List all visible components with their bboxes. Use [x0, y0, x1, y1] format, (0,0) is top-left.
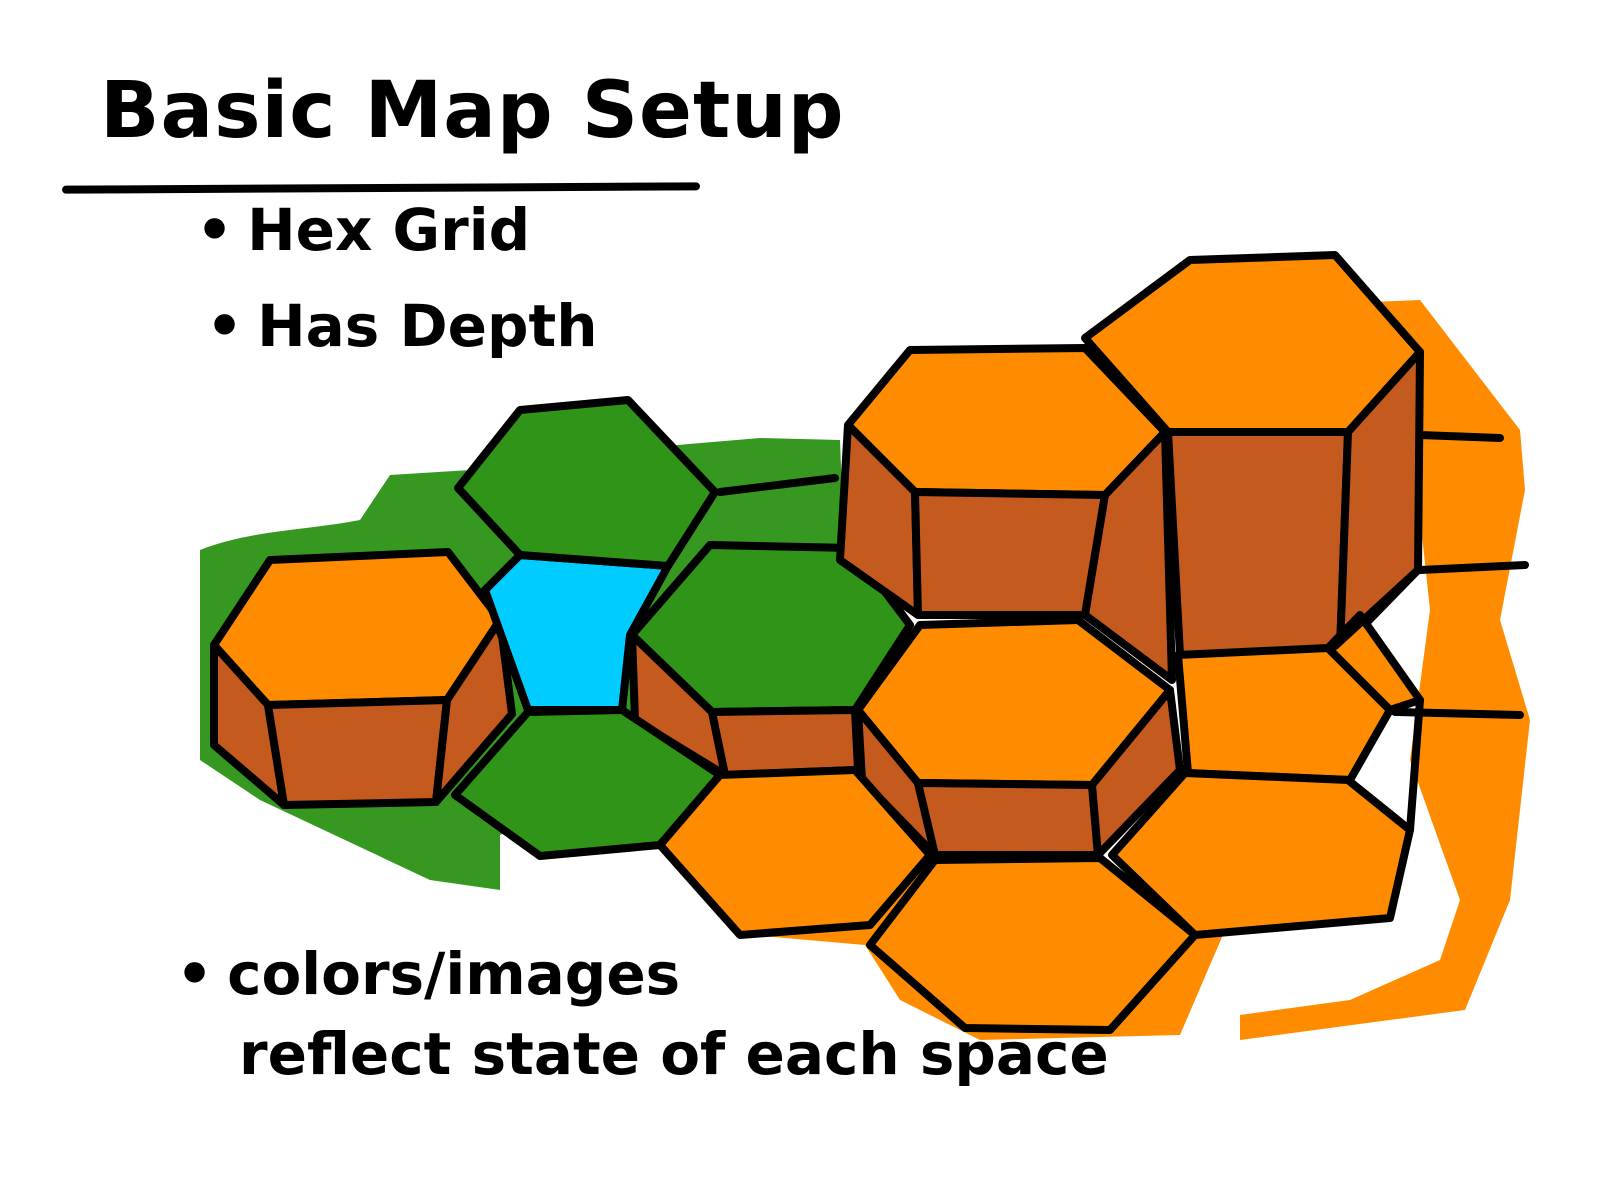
tile-orange-bottom-lower: [866, 854, 1199, 1034]
tile-tall-orange-column-center: [836, 344, 1176, 684]
bullet-has-depth: •Has Depth: [206, 292, 598, 360]
tile-green-top: [454, 396, 719, 570]
tile-orange-middle-stack: [854, 616, 1184, 859]
bullet-dot: •: [196, 196, 234, 264]
bullet-colors-images-line1: colors/images: [227, 940, 681, 1008]
tile-orange-right-middle: [1174, 611, 1424, 784]
bullet-dot: •: [206, 292, 244, 360]
bullet-hex-grid-text: Hex Grid: [247, 196, 531, 264]
bullet-hex-grid: •Hex Grid: [196, 196, 530, 264]
tile-orange-bottom-center: [656, 766, 934, 939]
hand-drawn-accent-lines: [716, 431, 1529, 834]
bullet-colors-images: •colors/images reflect state of each spa…: [176, 940, 1136, 1089]
tile-left-orange-block: [210, 548, 516, 809]
page-title: Basic Map Setup: [100, 66, 845, 156]
bullet-has-depth-text: Has Depth: [257, 292, 598, 360]
tile-green-middle: [628, 541, 914, 779]
bullet-dot: •: [176, 940, 214, 1008]
bullet-colors-images-line2: reflect state of each space: [239, 1020, 1109, 1089]
